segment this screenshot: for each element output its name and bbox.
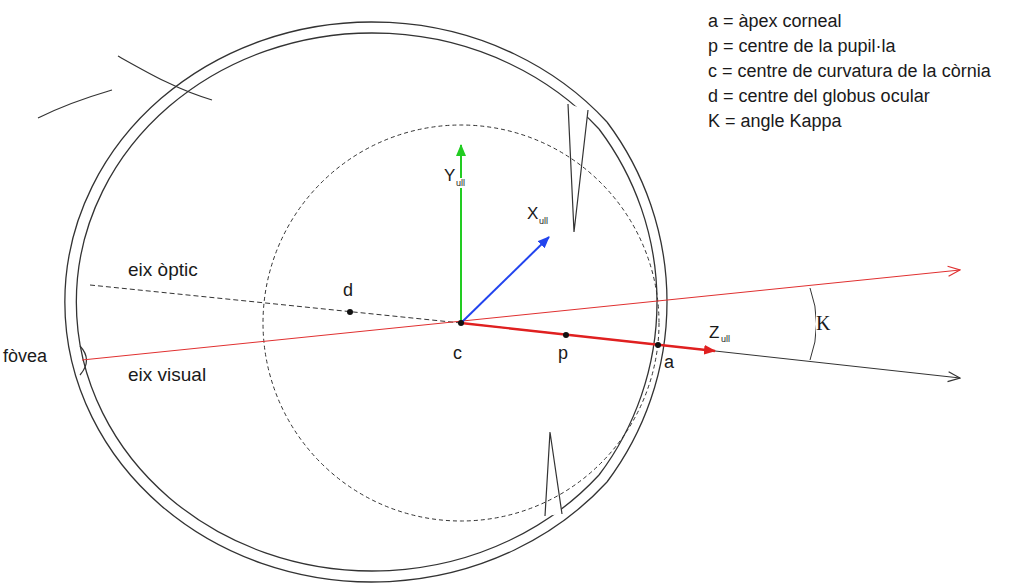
globe-circle xyxy=(263,125,659,521)
point-label: c xyxy=(453,343,462,364)
muscle-line xyxy=(38,90,112,118)
legend-line: d = centre del globus ocular xyxy=(708,86,930,107)
legend-line: c = centre de curvatura de la còrnia xyxy=(708,61,991,82)
axis-name: Z xyxy=(709,323,719,343)
axis-subscript: ull xyxy=(456,178,465,188)
axis-label: eix òptic xyxy=(128,259,198,281)
optic-axis xyxy=(90,285,461,323)
point xyxy=(563,332,569,338)
angle-label: K xyxy=(816,312,830,335)
axis-subscript: ull xyxy=(539,216,548,226)
point xyxy=(347,309,353,315)
z-axis xyxy=(461,323,715,351)
legend-line: a = àpex corneal xyxy=(708,11,842,32)
fovea-pit xyxy=(80,346,87,375)
legend-line: K = angle Kappa xyxy=(708,111,842,132)
cornea-outer xyxy=(607,122,667,482)
part-label: fòvea xyxy=(3,346,47,367)
point-label: d xyxy=(343,280,353,301)
sclera-inner xyxy=(76,33,599,571)
legend-line: p = centre de la pupil·la xyxy=(708,36,896,57)
point xyxy=(655,342,661,348)
y-axis xyxy=(460,145,462,323)
iris xyxy=(545,432,562,516)
axis-name: Y xyxy=(444,166,455,186)
visual-axis xyxy=(82,270,960,360)
sclera-outer xyxy=(65,22,607,582)
axis-subscript: ull xyxy=(721,334,730,344)
point-label: p xyxy=(558,343,568,364)
axis-label: eix visual xyxy=(128,364,206,386)
axis-name: X xyxy=(527,204,538,224)
x-axis xyxy=(461,237,549,323)
point-label: a xyxy=(664,352,674,373)
optic-axis xyxy=(461,323,960,378)
point xyxy=(458,320,464,326)
muscle-line xyxy=(118,56,212,100)
